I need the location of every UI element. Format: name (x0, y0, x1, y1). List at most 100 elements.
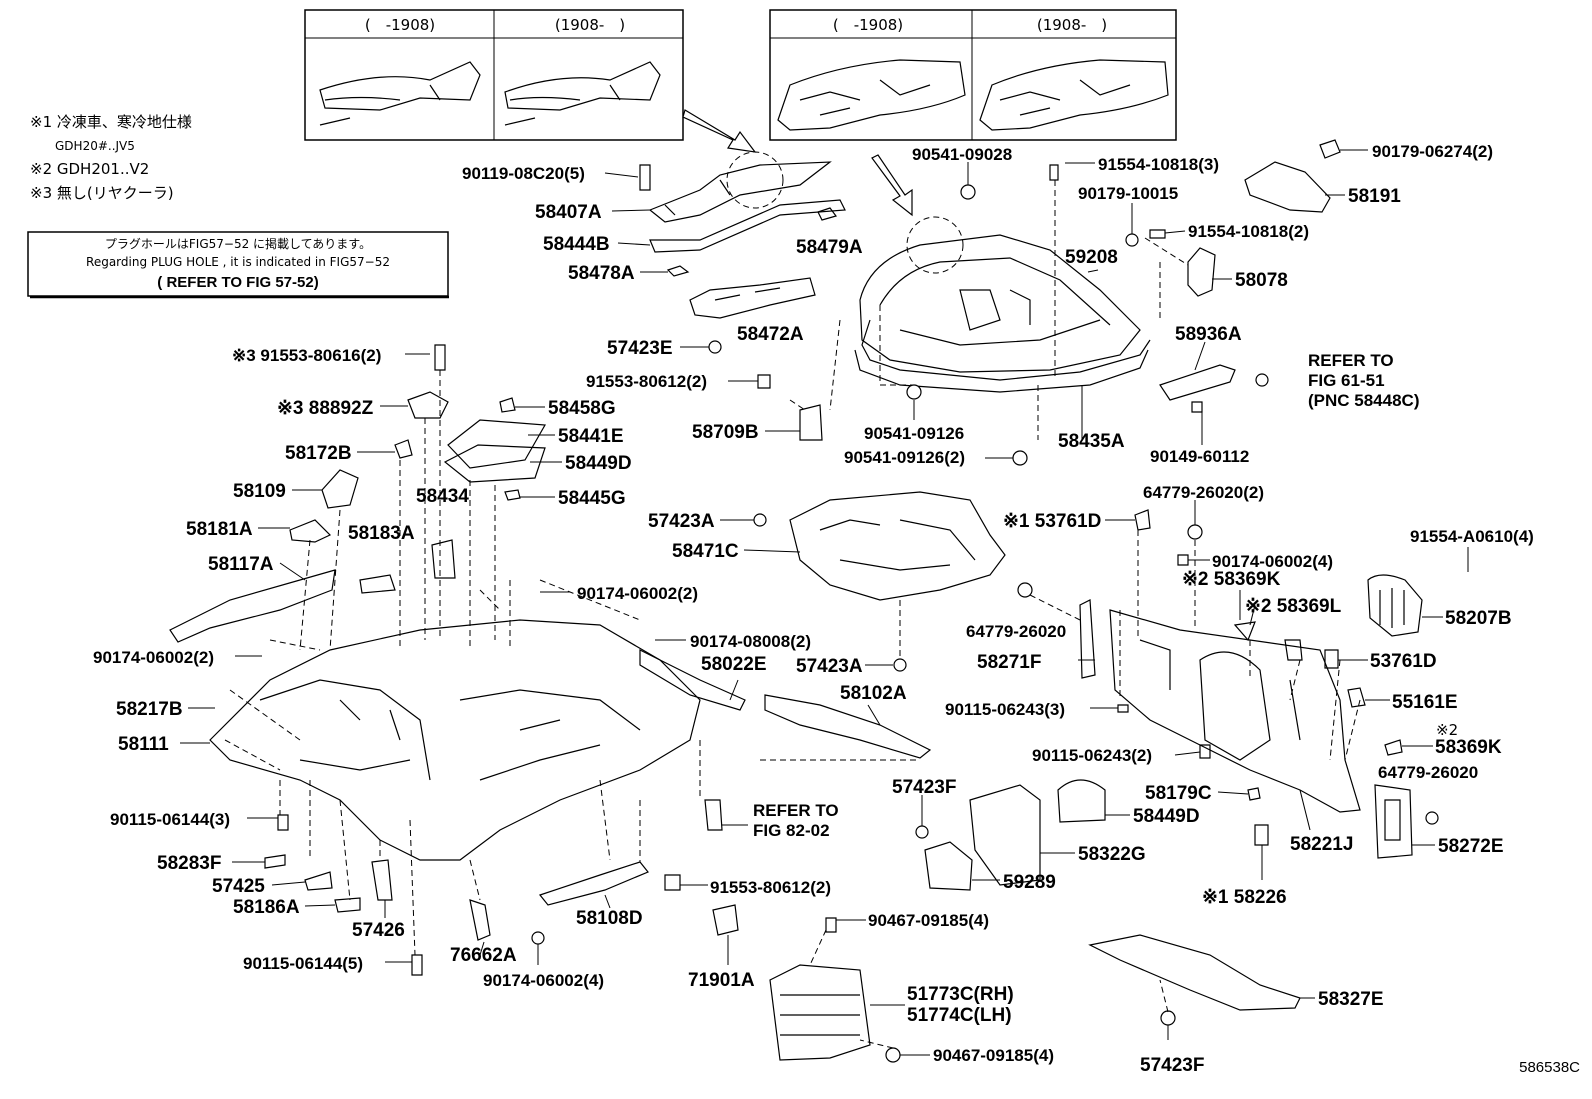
label-58471c: 58471C (672, 541, 739, 562)
part-plug-58448c (1255, 373, 1269, 387)
label-58709b: 58709B (692, 422, 759, 443)
label-90467-09185-b: 90467-09185(4) (933, 1046, 1054, 1065)
part-58458g-shape (499, 397, 516, 413)
part-58191-shape (1244, 161, 1331, 213)
label-55161e: 55161E (1392, 692, 1458, 713)
label-58322g: 58322G (1078, 844, 1146, 865)
label-58936a: 58936A (1175, 324, 1242, 345)
label-58117a: 58117A (208, 554, 274, 575)
inset-left-before: ( -1908) (365, 16, 435, 34)
label-58111: 58111 (118, 734, 169, 755)
part-58709b-shape (799, 404, 823, 441)
label-58445g: 58445G (558, 488, 626, 509)
label-90179-10015: 90179-10015 (1078, 184, 1178, 203)
label-58369k-a: ※2 58369K (1182, 569, 1281, 590)
label-58369k-b: 58369K (1435, 737, 1502, 758)
label-58283f: 58283F (157, 853, 221, 874)
part-71901a-shape (712, 904, 739, 936)
label-90119-08c20: 90119-08C20(5) (462, 164, 585, 183)
part-59289-shape (924, 841, 973, 891)
detail-circle-tank (906, 216, 964, 274)
label-58172b: 58172B (285, 443, 352, 464)
label-refer-61-2: FIG 61-51 (1308, 371, 1385, 390)
inset-right-before: ( -1908) (833, 16, 903, 34)
part-58183a-shape (359, 574, 396, 594)
part-88892z-shape (407, 391, 449, 419)
label-58435a: 58435A (1058, 431, 1125, 452)
inset-right-after: (1908- ) (1037, 16, 1107, 34)
inset-left: ( -1908) (1908- ) (304, 9, 684, 141)
label-90541-09028: 90541-09028 (912, 145, 1012, 164)
label-58449d-b: 58449D (1133, 806, 1200, 827)
label-58181a: 58181A (186, 519, 253, 540)
part-58441e-shape (447, 419, 546, 469)
note-3: ※3 無し(リヤクーラ) (30, 184, 174, 202)
refer-box-line-3: ( REFER TO FIG 57-52) (157, 274, 318, 291)
part-58207b-shape (1367, 574, 1423, 637)
part-58221j-shape (1109, 609, 1361, 813)
label-58449d-a: 58449D (565, 453, 632, 474)
label-58441e: 58441E (558, 426, 624, 447)
part-57423e-shape (708, 340, 722, 354)
label-58226: ※1 58226 (1202, 887, 1287, 908)
label-90467-09185-a: 90467-09185(4) (868, 911, 989, 930)
label-58271f: 58271F (977, 652, 1041, 673)
part-58102a-shape (764, 694, 932, 759)
part-58022e-shape (639, 649, 746, 711)
label-90179-06274: 90179-06274(2) (1372, 142, 1493, 161)
part-58472a-shape (689, 277, 816, 319)
label-refer-61-1: REFER TO (1308, 351, 1394, 370)
part-58449d-seal-shape (1057, 779, 1106, 823)
part-58449d-shape (443, 444, 546, 483)
part-58327e-shape (1088, 934, 1301, 1011)
inset-right: ( -1908) (1908- ) (769, 9, 1177, 141)
label-57423e: 57423E (607, 338, 673, 359)
label-91553-80612-a: 91553-80612(2) (586, 372, 707, 391)
part-58434-shape (431, 539, 456, 579)
leader-lines (180, 149, 1469, 1056)
label-64779-26020-2: 64779-26020(2) (1143, 483, 1264, 502)
label-88892z: ※3 88892Z (277, 398, 374, 419)
label-90115-06144-5: 90115-06144(5) (243, 954, 363, 973)
inset-arrow-left (682, 109, 757, 153)
part-58111-floor (209, 619, 701, 861)
label-refer-61-3: (PNC 58448C) (1308, 391, 1420, 410)
label-57426: 57426 (352, 920, 405, 941)
part-58435a-shape (854, 349, 1149, 393)
part-58272e-shape (1374, 784, 1413, 859)
label-90174-08008: 90174-08008(2) (690, 632, 811, 651)
label-58458g: 58458G (548, 398, 616, 419)
label-note2-mark: ※2 (1436, 721, 1458, 739)
part-58078-shape (1187, 247, 1216, 297)
part-58117a-shape (169, 569, 336, 643)
illustration-id: 586538C (1519, 1059, 1580, 1076)
label-58102a: 58102A (840, 683, 907, 704)
label-58434: 58434 (416, 486, 469, 507)
label-90149-60112: 90149-60112 (1150, 447, 1249, 466)
note-2: ※2 GDH201..V2 (30, 160, 149, 178)
label-59208: 59208 (1065, 247, 1118, 268)
label-90174-06002-b: 90174-06002(2) (93, 648, 214, 667)
label-53761d-b: 53761D (1370, 651, 1437, 672)
label-90174-06002-a: 90174-06002(2) (577, 584, 698, 603)
refer-box-frame (27, 231, 449, 297)
part-58322g-shape (969, 784, 1041, 886)
part-58479a-shape (817, 207, 838, 221)
part-58108d-shape (538, 861, 649, 906)
label-58478a: 58478A (568, 263, 635, 284)
label-58272e: 58272E (1438, 836, 1504, 857)
label-90115-06243-3: 90115-06243(3) (945, 700, 1065, 719)
label-90174-06002-c: 90174-06002(4) (483, 971, 604, 990)
label-58109: 58109 (233, 481, 286, 502)
label-58191: 58191 (1348, 186, 1401, 207)
label-91554-10818-2: 91554-10818(2) (1188, 222, 1309, 241)
part-58172b-shape (394, 439, 413, 459)
label-90174-06002-4: 90174-06002(4) (1212, 552, 1333, 571)
label-58179c: 58179C (1145, 783, 1212, 804)
label-58078: 58078 (1235, 270, 1288, 291)
label-51773c: 51773C(RH) (907, 984, 1014, 1005)
refer-box-line-1: プラグホールはFIG57−52 に掲載してあります。 (105, 236, 371, 251)
label-71901a: 71901A (688, 970, 755, 991)
label-91554-a0610: 91554-A0610(4) (1410, 527, 1534, 546)
